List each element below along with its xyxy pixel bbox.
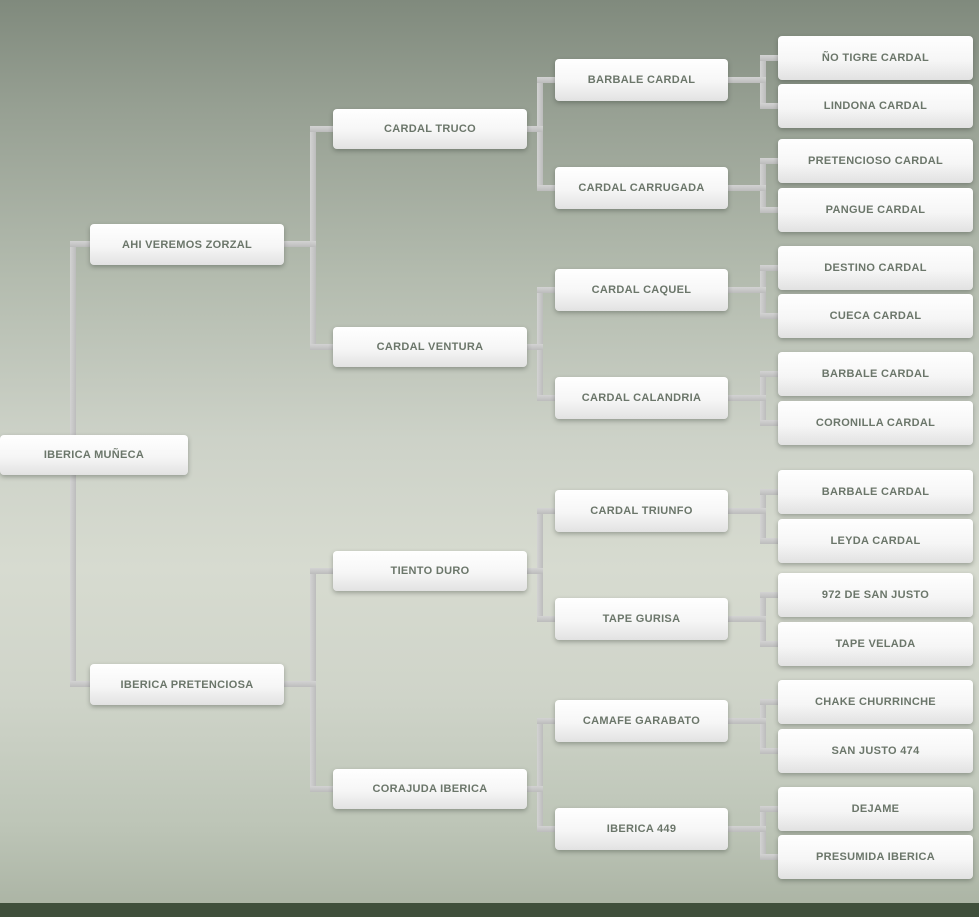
connector-line: [760, 371, 780, 377]
connector-line: [760, 641, 780, 647]
connector-line: [537, 185, 557, 191]
pedigree-node[interactable]: PRESUMIDA IBERICA: [778, 835, 973, 879]
pedigree-node[interactable]: TIENTO DURO: [333, 551, 527, 591]
connector-line: [537, 508, 557, 514]
connector-line: [537, 287, 557, 293]
connector-line: [726, 616, 766, 622]
connector-line: [760, 489, 780, 495]
connector-line: [726, 826, 766, 832]
connector-line: [525, 568, 543, 574]
pedigree-node[interactable]: DEJAME: [778, 787, 973, 831]
connector-line: [760, 854, 780, 860]
pedigree-node[interactable]: AHI VEREMOS ZORZAL: [90, 224, 284, 265]
pedigree-node[interactable]: BARBALE CARDAL: [778, 352, 973, 396]
pedigree-node[interactable]: TAPE VELADA: [778, 622, 973, 666]
connector-line: [726, 77, 766, 83]
connector-line: [760, 699, 780, 705]
connector-line: [537, 77, 557, 83]
pedigree-node[interactable]: CARDAL CAQUEL: [555, 269, 728, 311]
connector-line: [310, 344, 335, 350]
connector-line: [760, 806, 780, 812]
connector-line: [537, 826, 557, 832]
connector-line: [310, 568, 316, 792]
connector-line: [537, 508, 543, 622]
pedigree-node[interactable]: PANGUE CARDAL: [778, 188, 973, 232]
pedigree-node[interactable]: IBERICA 449: [555, 808, 728, 850]
connector-line: [760, 103, 780, 109]
pedigree-node[interactable]: CUECA CARDAL: [778, 294, 973, 338]
pedigree-node[interactable]: ÑO TIGRE CARDAL: [778, 36, 973, 80]
connector-line: [726, 508, 766, 514]
pedigree-node[interactable]: CARDAL VENTURA: [333, 327, 527, 367]
connector-line: [282, 681, 316, 687]
pedigree-node[interactable]: CARDAL CARRUGADA: [555, 167, 728, 209]
pedigree-node[interactable]: CARDAL TRUCO: [333, 109, 527, 149]
pedigree-node[interactable]: 972 DE SAN JUSTO: [778, 573, 973, 617]
pedigree-node[interactable]: IBERICA MUÑECA: [0, 435, 188, 475]
connector-line: [310, 126, 335, 132]
connector-line: [760, 748, 780, 754]
pedigree-node[interactable]: CORAJUDA IBERICA: [333, 769, 527, 809]
connector-line: [760, 158, 780, 164]
connector-line: [70, 241, 96, 247]
connector-line: [760, 420, 780, 426]
connector-line: [282, 241, 316, 247]
pedigree-node[interactable]: IBERICA PRETENCIOSA: [90, 664, 284, 705]
pedigree-node[interactable]: CORONILLA CARDAL: [778, 401, 973, 445]
pedigree-node[interactable]: BARBALE CARDAL: [555, 59, 728, 101]
pedigree-node[interactable]: DESTINO CARDAL: [778, 246, 973, 290]
connector-line: [760, 699, 766, 754]
connector-line: [760, 313, 780, 319]
connector-line: [310, 568, 335, 574]
connector-line: [726, 287, 766, 293]
connector-line: [760, 55, 780, 61]
pedigree-node[interactable]: SAN JUSTO 474: [778, 729, 973, 773]
pedigree-node[interactable]: LEYDA CARDAL: [778, 519, 973, 563]
connector-line: [525, 344, 543, 350]
connector-line: [760, 538, 780, 544]
connector-line: [525, 786, 543, 792]
connector-line: [537, 718, 543, 832]
pedigree-node[interactable]: CAMAFE GARABATO: [555, 700, 728, 742]
connector-line: [760, 806, 766, 860]
connector-line: [537, 718, 557, 724]
pedigree-node[interactable]: TAPE GURISA: [555, 598, 728, 640]
pedigree-node[interactable]: BARBALE CARDAL: [778, 470, 973, 514]
connector-line: [726, 395, 766, 401]
connector-line: [537, 616, 557, 622]
footer-bar: [0, 903, 979, 917]
pedigree-node[interactable]: LINDONA CARDAL: [778, 84, 973, 128]
connector-line: [760, 489, 766, 544]
connector-line: [310, 786, 335, 792]
connector-line: [726, 718, 766, 724]
pedigree-node[interactable]: CHAKE CHURRINCHE: [778, 680, 973, 724]
pedigree-node[interactable]: CARDAL TRIUNFO: [555, 490, 728, 532]
connector-line: [760, 265, 780, 271]
connector-line: [760, 592, 780, 598]
connector-line: [760, 207, 780, 213]
connector-line: [310, 126, 316, 350]
connector-line: [525, 126, 543, 132]
pedigree-node[interactable]: CARDAL CALANDRIA: [555, 377, 728, 419]
pedigree-node[interactable]: PRETENCIOSO CARDAL: [778, 139, 973, 183]
connector-line: [70, 681, 96, 687]
connector-line: [537, 77, 543, 191]
connector-line: [726, 185, 766, 191]
connector-line: [537, 395, 557, 401]
